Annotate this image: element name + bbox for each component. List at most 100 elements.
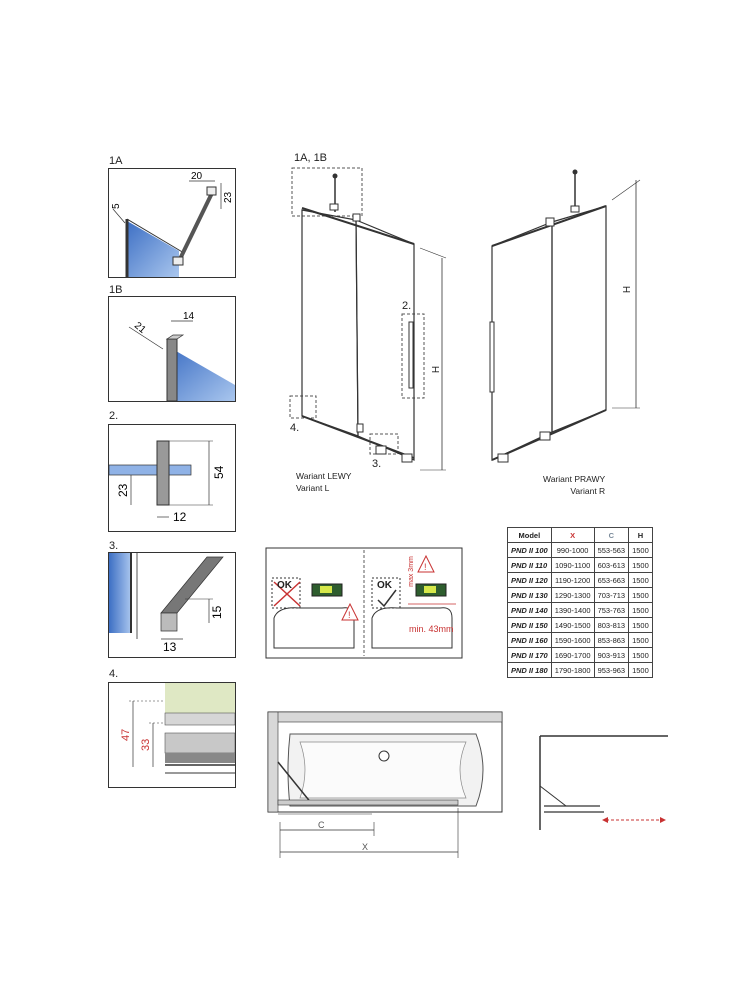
callout-1a1b-label: 1A, 1B [294, 152, 328, 164]
table-cell: 953-963 [593, 662, 630, 678]
variant-right-caption: Wariant PRAWY Variant R [543, 473, 605, 497]
svg-text:!: ! [348, 610, 351, 620]
dim-33: 33 [140, 739, 152, 751]
detail-3-drawing: 15 13 [109, 553, 224, 654]
table-cell: 1490-1500 [550, 617, 595, 633]
table-cell: 1500 [628, 587, 653, 603]
dim-23: 23 [223, 191, 234, 203]
dim-5: 5 [111, 203, 122, 209]
dim-15: 15 [210, 605, 224, 619]
table-cell: 853-863 [593, 632, 630, 648]
detail-4-label: 4. [109, 668, 119, 680]
callout-3-label: 3. [372, 458, 382, 470]
ok-check-label: OK [377, 580, 392, 591]
table-cell: 1790-1800 [550, 662, 595, 678]
dim-47: 47 [120, 729, 132, 741]
dim-54: 54 [212, 465, 226, 479]
dim-21: 21 [132, 320, 148, 336]
table-cell: PND II 110 [507, 557, 552, 573]
detail-2-panel: 54 23 12 [108, 424, 236, 532]
detail-1a-panel: 20 5 23 [108, 168, 236, 278]
detail-1b-drawing: 14 21 [128, 311, 235, 401]
table-cell: 803-813 [593, 617, 630, 633]
dim-23: 23 [116, 483, 130, 497]
table-cell: PND II 140 [507, 602, 552, 618]
table-cell: PND II 170 [507, 647, 552, 663]
table-cell: PND II 120 [507, 572, 552, 588]
height-label-right: H [622, 285, 634, 294]
table-cell: 553-563 [593, 542, 630, 558]
table-cell: 1500 [628, 572, 653, 588]
table-cell: 1590-1600 [550, 632, 595, 648]
plan-x-label: X [362, 842, 369, 852]
variant-left-line2: Variant L [296, 483, 330, 493]
dim-13: 13 [163, 640, 177, 654]
table-cell: 1690-1700 [550, 647, 595, 663]
table-cell: 653-663 [593, 572, 630, 588]
svg-text:!: ! [424, 562, 427, 572]
variant-right-line1: Wariant PRAWY [543, 474, 606, 484]
callout-4-label: 4. [290, 422, 300, 434]
detail-1b-panel: 14 21 [108, 296, 236, 402]
min-43mm-label: min. 43mm [409, 624, 454, 634]
header-h: H [628, 527, 653, 543]
table-cell: 703-713 [593, 587, 630, 603]
table-cell: 603-613 [593, 557, 630, 573]
callout-box-4 [289, 395, 317, 419]
table-cell: 1190-1200 [550, 572, 595, 588]
dim-12: 12 [173, 510, 187, 524]
callout-2-label: 2. [402, 300, 412, 312]
table-cell: 753-763 [593, 602, 630, 618]
table-cell: PND II 180 [507, 662, 552, 678]
callout-box-3 [369, 433, 399, 455]
table-cell: 1500 [628, 617, 653, 633]
table-cell: PND II 150 [507, 617, 552, 633]
table-cell: 1500 [628, 557, 653, 573]
table-cell: 1390-1400 [550, 602, 595, 618]
plan-c-label: C [318, 820, 325, 830]
detail-1b-label: 1B [109, 284, 123, 296]
table-cell: 1500 [628, 632, 653, 648]
table-cell: 1500 [628, 602, 653, 618]
table-cell: 1290-1300 [550, 587, 595, 603]
header-x: X [550, 527, 595, 543]
variant-left-line1: Wariant LEWY [296, 471, 352, 481]
detail-4-drawing: 47 33 [120, 683, 235, 774]
dim-20: 20 [191, 171, 203, 182]
table-cell: 1500 [628, 647, 653, 663]
header-c: C [593, 527, 630, 543]
detail-3-panel: 15 13 [108, 552, 236, 658]
detail-3-label: 3. [109, 540, 119, 552]
header-model: Model [507, 527, 552, 543]
table-cell: PND II 130 [507, 587, 552, 603]
detail-2-drawing: 54 23 12 [109, 440, 226, 524]
level-panel-frame [265, 547, 463, 659]
variant-left-caption: Wariant LEWY Variant L [296, 470, 351, 494]
table-cell: 1500 [628, 542, 653, 558]
callout-box-2 [401, 313, 425, 399]
table-cell: PND II 100 [507, 542, 552, 558]
table-cell: 1500 [628, 662, 653, 678]
dim-14: 14 [183, 311, 195, 322]
height-label-left: H [431, 365, 443, 374]
detail-1a-drawing: 20 5 23 [111, 171, 234, 277]
detail-4-panel: 47 33 [108, 682, 236, 788]
table-cell: PND II 160 [507, 632, 552, 648]
ok-crossed-label: OK [277, 580, 292, 591]
detail-1a-label: 1A [109, 155, 123, 167]
spec-table-header-row: Model X C H [507, 527, 653, 543]
table-cell: 903-913 [593, 647, 630, 663]
variant-right-line2: Variant R [570, 486, 606, 496]
table-cell: 1090-1100 [550, 557, 595, 573]
